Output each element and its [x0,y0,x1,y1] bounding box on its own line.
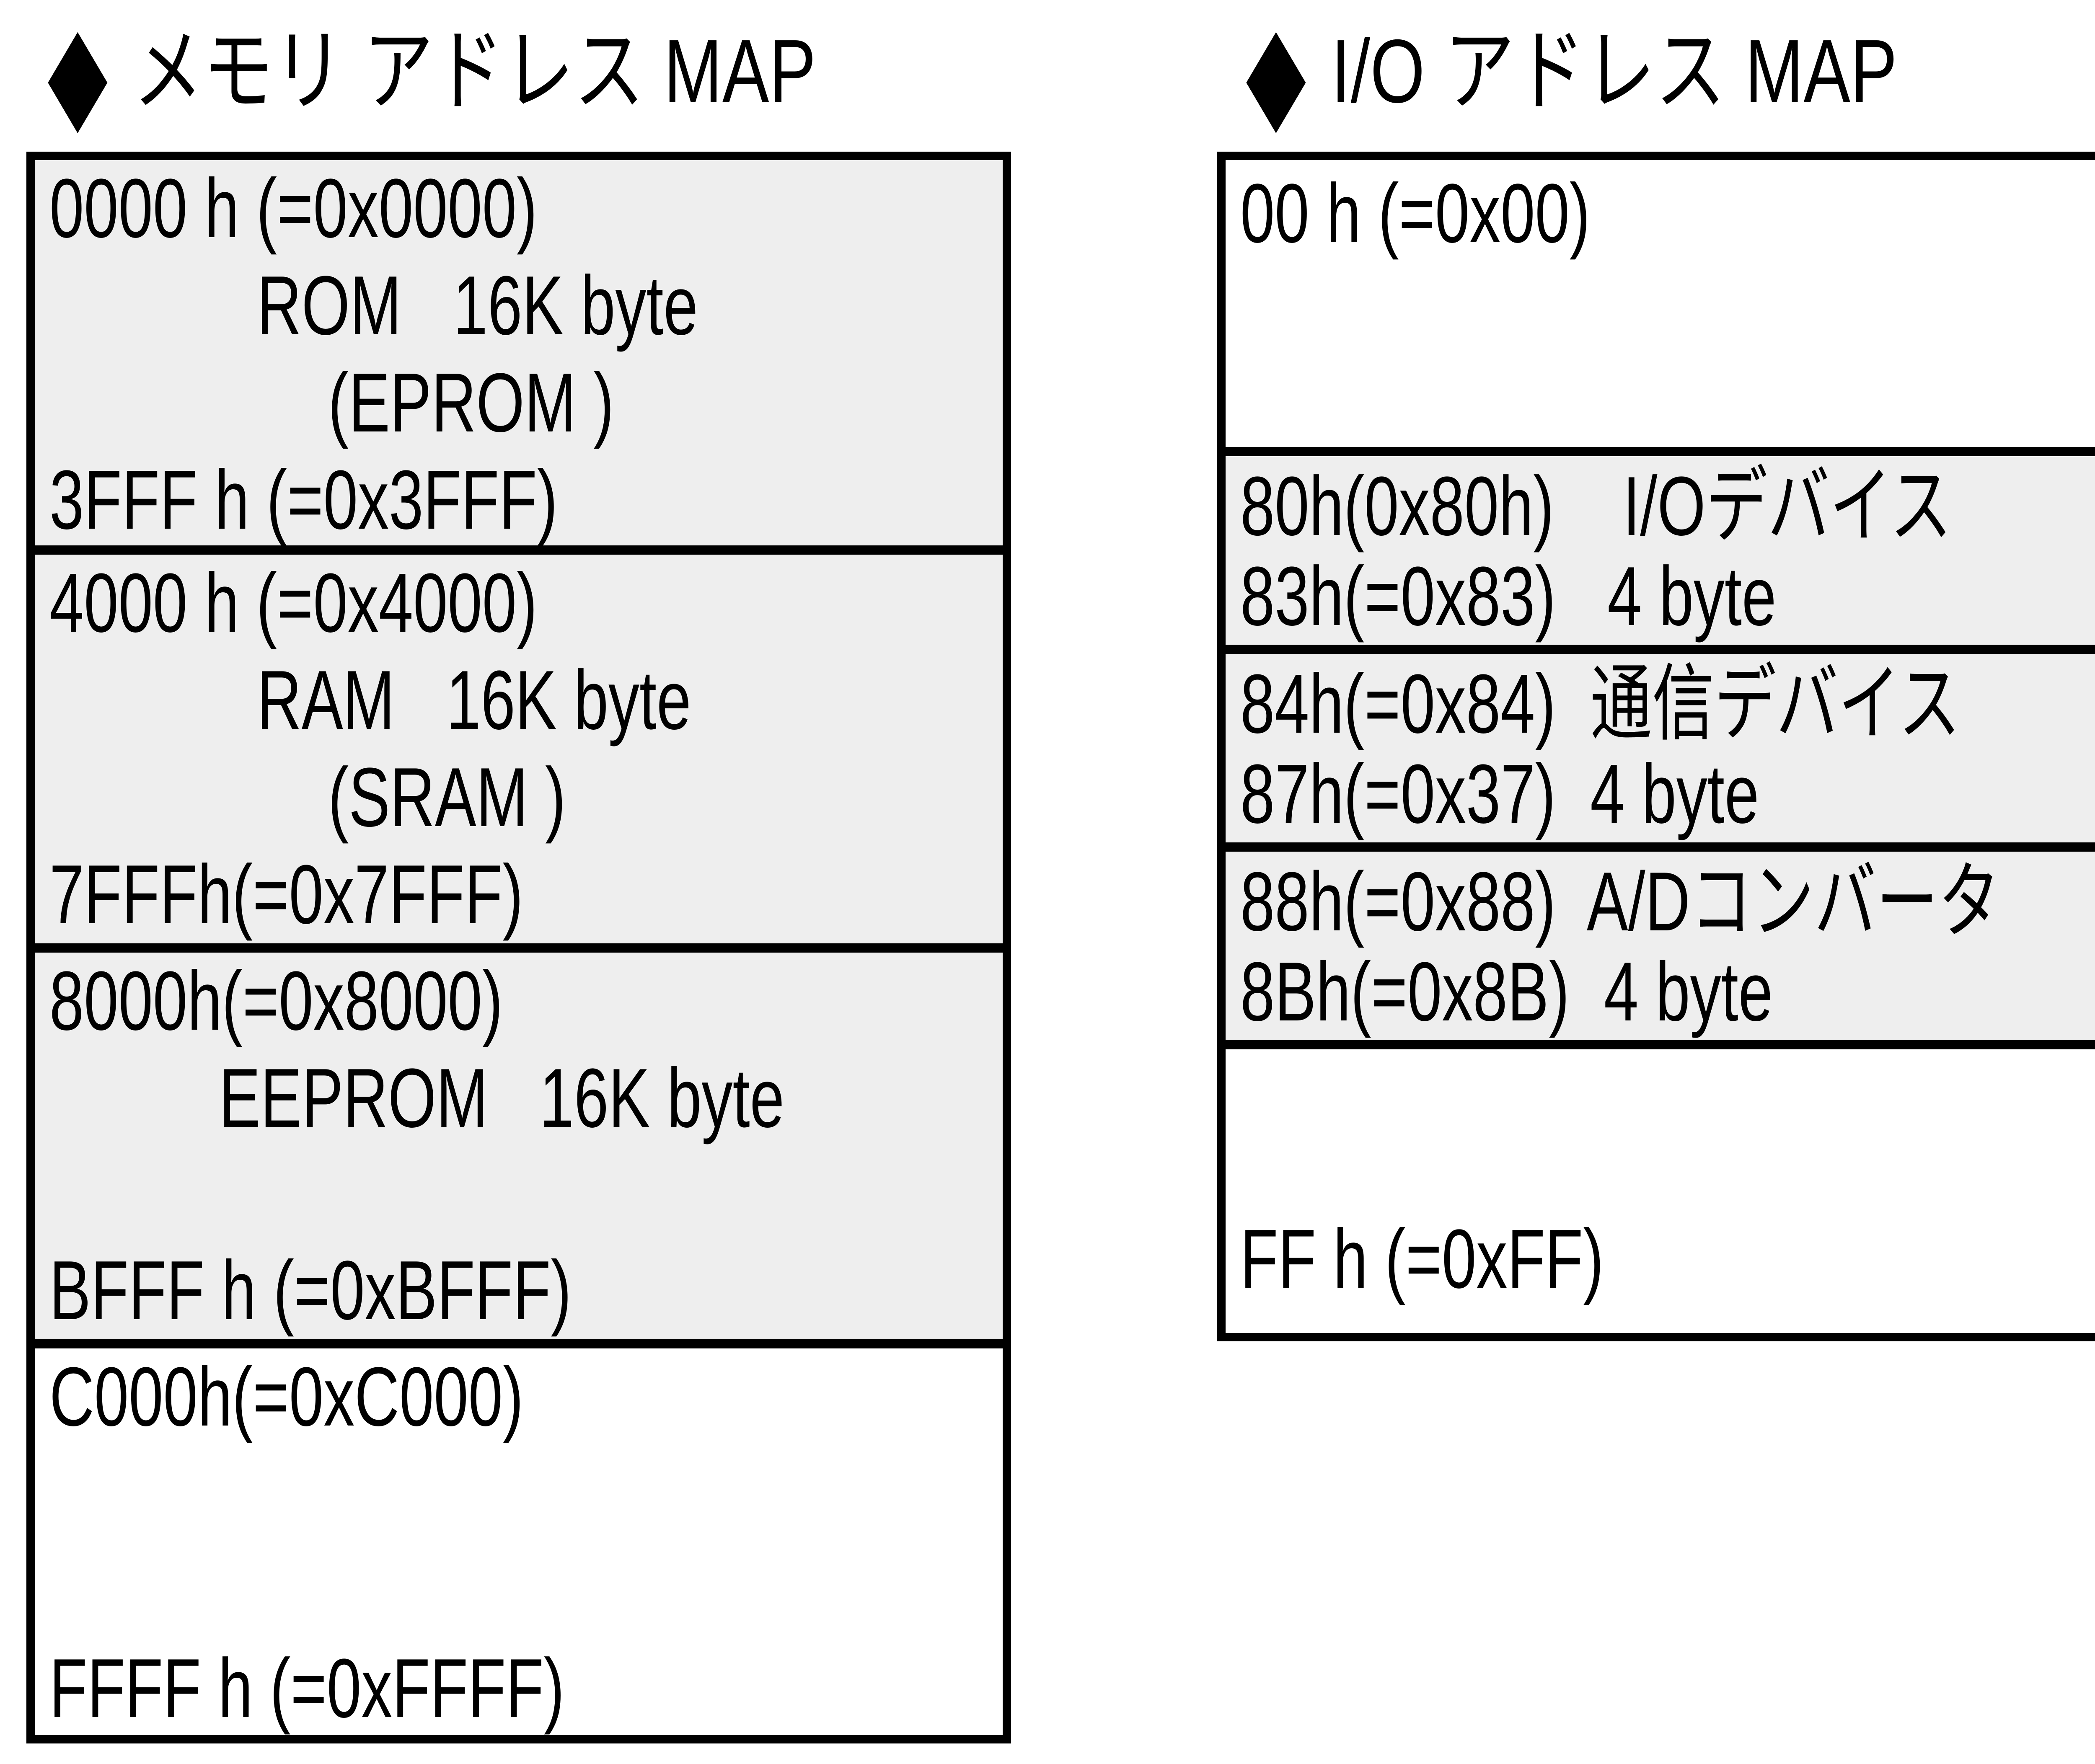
rom-size-label: ROM 16K byte [257,259,698,352]
io-section-io-device: 80h(0x80h) I/Oデバイス 83h(=0x83) 4 byte [1226,447,2095,645]
io-section-high: FF h (=0xFF) [1226,1040,2095,1333]
eeprom-start-address: 8000h(=0x8000) [49,954,503,1048]
memory-section-upper: C000h(=0xC000) FFFF h (=0xFFFF) [35,1339,1003,1737]
memory-section-eeprom: 8000h(=0x8000) EEPROM 16K byte BFFF h (=… [35,943,1003,1339]
rom-start-address: 0000 h (=0x0000) [49,162,538,255]
io-section-low: 00 h (=0x00) [1226,160,2095,447]
io-low-start-address: 00 h (=0x00) [1240,167,1591,260]
ram-type-label: (SRAM ) [328,751,566,844]
io-high-end-address: FF h (=0xFF) [1240,1212,1604,1306]
rom-type-label: (EPROM ) [328,356,614,449]
memory-section-rom: 0000 h (=0x0000) ROM 16K byte (EPROM ) 3… [35,160,1003,547]
upper-spacer-line [35,1543,1003,1640]
diamond-icon: ◆ [47,0,108,145]
upper-spacer-line [35,1446,1003,1543]
memory-map-title: ◆ メモリ アドレス MAP [29,0,1009,145]
memory-map-title-text: メモリ アドレス MAP [132,21,816,121]
ram-size-label: RAM 16K byte [257,653,691,747]
ad-converter-start-address: 88h(=0x88) A/Dコンバータ [1240,855,2000,948]
upper-end-address: FFFF h (=0xFFFF) [49,1642,565,1735]
io-map-title-text: I/O アドレス MAP [1331,21,1897,121]
memory-address-map-diagram: 0000 h (=0x0000) ROM 16K byte (EPROM ) 3… [26,152,1011,1743]
eeprom-end-address: BFFF h (=0xBFFF) [49,1244,572,1337]
ram-end-address: 7FFFh(=0x7FFF) [49,848,523,941]
eeprom-size-label: EEPROM 16K byte [219,1051,784,1145]
io-section-comm-device: 84h(=0x84) 通信デバイス 87h(=0x37) 4 byte [1226,645,2095,842]
comm-device-end-address: 87h(=0x37) 4 byte [1240,747,1759,841]
rom-end-address: 3FFF h (=0x3FFF) [49,453,558,547]
io-device-end-address: 83h(=0x83) 4 byte [1240,550,1777,643]
upper-start-address: C000h(=0xC000) [49,1350,524,1444]
io-address-map-diagram: 00 h (=0x00) 80h(0x80h) I/Oデバイス 83h(=0x8… [1217,152,2095,1341]
comm-device-start-address: 84h(=0x84) 通信デバイス [1240,657,1961,751]
io-device-start-address: 80h(0x80h) I/Oデバイス [1240,460,1952,553]
ram-start-address: 4000 h (=0x4000) [49,556,538,650]
ad-converter-end-address: 8Bh(=0x8B) 4 byte [1240,945,1773,1038]
io-map-title: ◆ I/O アドレス MAP [1228,0,2057,145]
eeprom-spacer-line [35,1147,1003,1242]
io-section-ad-converter: 88h(=0x88) A/Dコンバータ 8Bh(=0x8B) 4 byte [1226,842,2095,1040]
diamond-icon: ◆ [1246,0,1306,145]
memory-section-ram: 4000 h (=0x4000) RAM 16K byte (SRAM ) 7F… [35,545,1003,943]
